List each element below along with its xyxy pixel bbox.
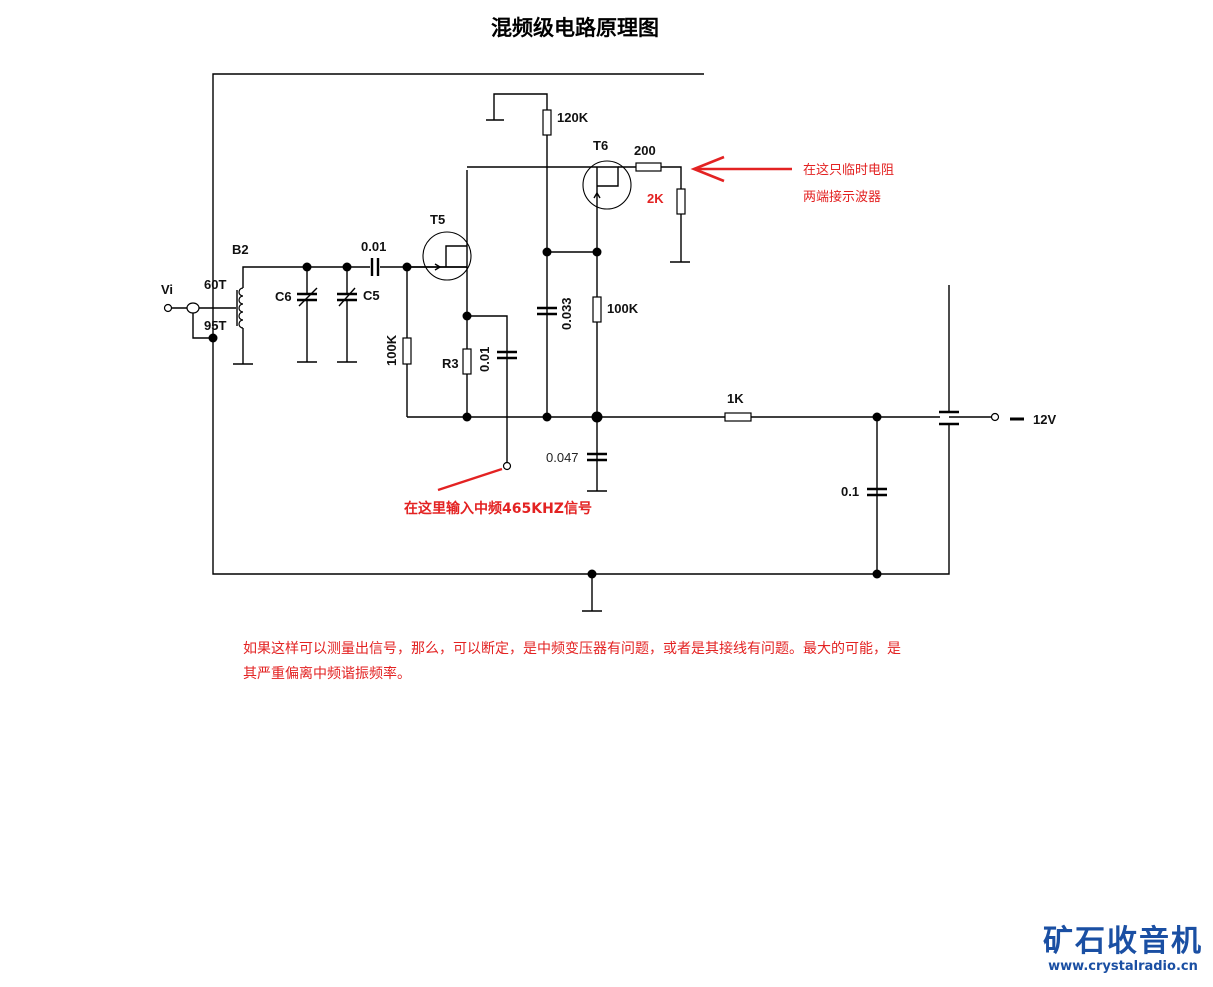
r3-label: R3 — [442, 356, 459, 371]
if-input-terminal[interactable] — [502, 461, 512, 471]
diagram-title: 混频级电路原理图 — [491, 16, 659, 40]
scope-arrow: 在这只临时电阻 两端接示波器 — [690, 155, 894, 204]
b2-label: B2 — [232, 242, 249, 257]
r120k-label: 120K — [557, 110, 589, 125]
c001-mid-label: 0.01 — [477, 347, 492, 372]
site-logo[interactable]: 矿石收音机 www.crystalradio.cn — [1043, 924, 1203, 975]
input-signal-note: 在这里输入中频465KHZ信号 — [404, 500, 592, 517]
scope-note-line1: 在这只临时电阻 — [803, 162, 894, 177]
logo-name: 矿石收音机 — [1043, 924, 1203, 959]
r100k-left-label: 100K — [384, 334, 399, 366]
resistor-200: 200 — [634, 143, 682, 189]
95t-label: 95T — [204, 318, 226, 333]
capacitor-01: 0.1 — [841, 417, 887, 579]
transformer-b2: B2 60T 95T — [204, 242, 467, 365]
scope-note-line2: 两端接示波器 — [803, 189, 881, 204]
capacitor-001-coupling: 0.01 — [361, 239, 412, 276]
resistor-100k-right: 100K — [592, 296, 639, 323]
input-pointer-line — [437, 467, 503, 492]
supply-rail: 1K 12V — [407, 391, 1056, 427]
12v-label: 12V — [1033, 412, 1056, 427]
transistor-t6: T6 — [467, 138, 636, 417]
logo-url: www.crystalradio.cn — [1048, 959, 1198, 974]
12v-terminal[interactable] — [990, 412, 1000, 422]
ground-bottom — [582, 569, 602, 612]
vi-label: Vi — [161, 282, 173, 297]
frame-wires — [212, 73, 950, 575]
capacitor-0047: 0.047 — [546, 417, 607, 492]
60t-label: 60T — [204, 277, 226, 292]
capacitor-c6: C6 — [275, 262, 318, 363]
t5-label: T5 — [430, 212, 445, 227]
c5-label: C5 — [363, 288, 380, 303]
resistor-120k: 120K — [486, 93, 589, 417]
capacitor-c5: C5 — [337, 262, 380, 363]
c0033-label: 0.033 — [559, 297, 574, 330]
r2k-label: 2K — [647, 191, 664, 206]
resistor-2k: 2K — [647, 188, 690, 263]
c6-label: C6 — [275, 289, 292, 304]
c001-top-label: 0.01 — [361, 239, 386, 254]
transistor-t5: T5 — [407, 170, 472, 417]
diagnosis-note: 如果这样可以测量出信号，那么，可以断定，是中频变压器有问题，或者是其接线有问题。… — [243, 641, 901, 682]
t6-label: T6 — [593, 138, 608, 153]
r200-label: 200 — [634, 143, 656, 158]
resistor-100k-left: 100K — [384, 267, 412, 417]
input-vi: Vi — [161, 282, 236, 343]
c01-label: 0.1 — [841, 484, 859, 499]
r100k-right-label: 100K — [607, 301, 639, 316]
capacitor-001-input: 0.01 — [437, 315, 517, 492]
c0047-label: 0.047 — [546, 450, 579, 465]
r1k-label: 1K — [727, 391, 744, 406]
capacitor-0033: 0.033 — [537, 247, 602, 330]
vi-terminal[interactable] — [163, 303, 173, 313]
